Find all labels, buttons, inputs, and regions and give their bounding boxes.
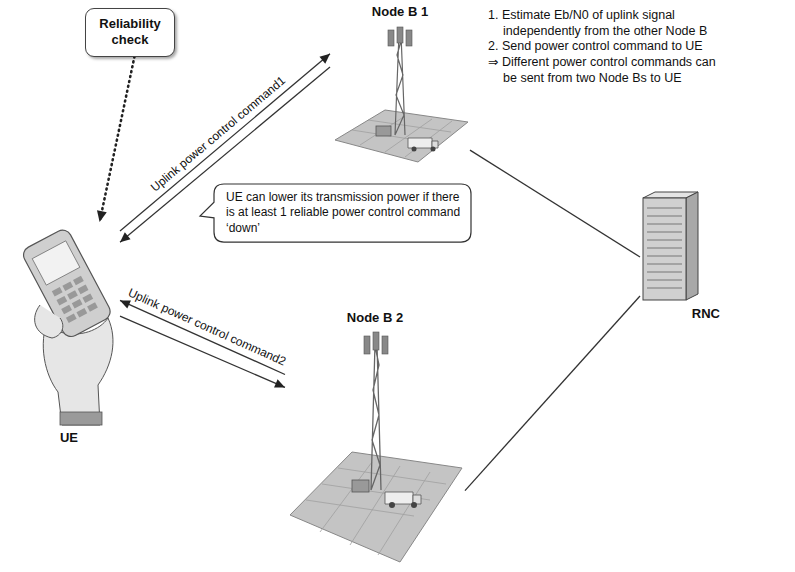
mobile-phone-part	[73, 276, 84, 286]
node-b-1-site-part	[376, 126, 391, 136]
rnc-server: RNC	[640, 192, 730, 322]
node-label: Node B 2	[347, 310, 403, 326]
node-b-2-site-part	[373, 332, 379, 350]
rnc-server-part	[686, 192, 698, 300]
connector-line	[465, 296, 640, 491]
node-b-1-site	[335, 27, 468, 162]
arrow-head	[120, 300, 131, 308]
callout-outline-path	[200, 184, 471, 242]
ue-handset-part	[60, 412, 102, 425]
note-text: 2. Send power control command to UE	[488, 39, 726, 55]
mobile-phone-part	[57, 296, 68, 306]
node-b-1-site-part	[352, 116, 452, 157]
rnc-server	[643, 192, 698, 300]
arrow-head	[274, 379, 285, 387]
reliability-box: Reliability check	[85, 8, 175, 57]
mobile-phone-part	[32, 241, 80, 285]
mobile-phone-part	[67, 290, 78, 300]
connector	[465, 296, 640, 491]
node-b-1-site-part	[335, 110, 468, 162]
connector-line	[100, 57, 135, 223]
note-text: ⇒ Different power control commands can b…	[488, 55, 726, 86]
mobile-phone-part	[62, 281, 73, 291]
edge-label: Uplink power control command1	[149, 74, 288, 194]
mobile-phone-part	[76, 308, 87, 318]
ue-handset	[20, 227, 113, 425]
node-b-2-site-part	[385, 492, 413, 504]
arrow-head	[319, 54, 330, 64]
node-b-1-site-part	[412, 147, 417, 152]
node-b-2-site-part	[371, 344, 381, 490]
mobile-phone-part	[52, 287, 63, 297]
node-b-2-site-part	[364, 336, 370, 354]
rnc-server-part	[643, 198, 686, 300]
callout-bubble: UE can lower its transmission power if t…	[200, 183, 472, 243]
node-b-1-site-part	[408, 138, 432, 148]
mobile-phone-part	[82, 293, 93, 303]
node-b-1-site-part	[395, 34, 405, 135]
arrow-head	[97, 210, 107, 222]
mobile-phone-part	[66, 314, 77, 324]
node-b-1-site-part	[397, 27, 403, 43]
connector-line	[470, 150, 640, 257]
node-b-2-site-part	[382, 336, 388, 354]
dotted-arrow	[97, 57, 135, 223]
connector	[470, 150, 640, 257]
mobile-phone	[20, 227, 113, 340]
node-b-2-site-part	[352, 480, 369, 492]
rnc-server-part	[647, 208, 682, 288]
mobile-phone-part	[61, 305, 72, 315]
ue-handset: UE	[18, 222, 120, 446]
connector	[120, 300, 285, 374]
node-label: RNC	[692, 306, 720, 322]
node-b-2-site	[290, 332, 462, 562]
mobile-phone-part	[72, 299, 83, 309]
node-b-2-site-part	[290, 452, 462, 562]
edge-label: Uplink power control command2	[126, 287, 287, 368]
node-b-1-site-part	[406, 30, 412, 46]
ue-handset-part	[35, 305, 63, 338]
node-b-2-site-part	[411, 502, 417, 508]
mobile-phone-part	[20, 227, 113, 340]
note-list: 1. Estimate Eb/N0 of uplink signal indep…	[488, 8, 726, 86]
mobile-phone-part	[87, 302, 98, 312]
node-b-tower: Node B 2	[285, 310, 465, 568]
node-label: UE can lower its transmission power if t…	[226, 190, 462, 236]
node-b-2-site-part	[389, 502, 395, 508]
connector-line	[120, 300, 285, 374]
arrow-head	[120, 232, 131, 242]
note-text: 1. Estimate Eb/N0 of uplink signal indep…	[488, 8, 726, 39]
mobile-phone-part	[78, 285, 89, 295]
node-label: Node B 1	[372, 4, 428, 20]
node-label: Reliability check	[92, 16, 168, 49]
node-b-1-site-part	[431, 147, 436, 152]
node-label: UE	[60, 430, 78, 446]
node-b-1-site-part	[388, 30, 394, 46]
node-b-tower: Node B 1	[330, 4, 470, 170]
